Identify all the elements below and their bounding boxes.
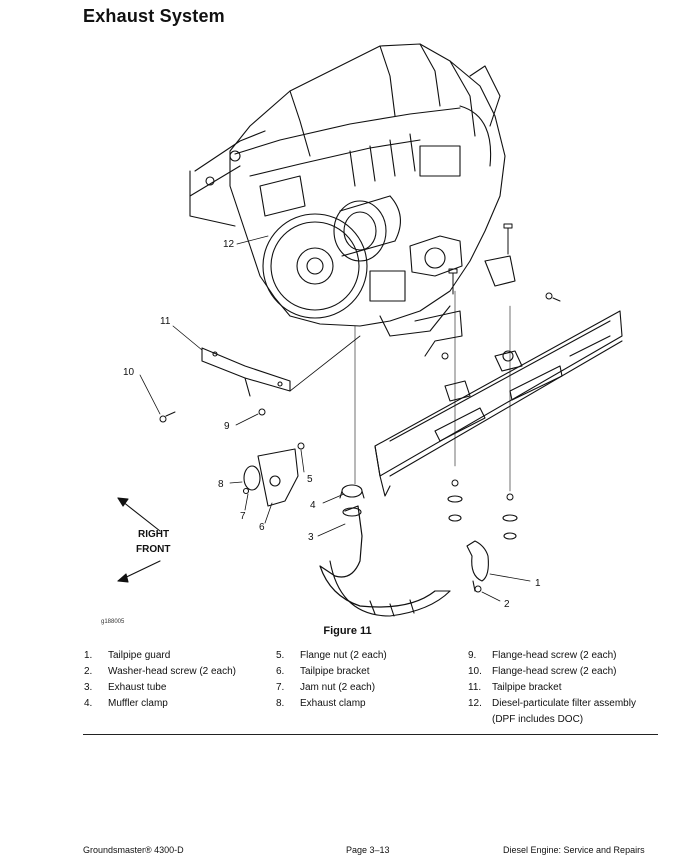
exhaust-tube bbox=[319, 505, 451, 617]
callout-12: 12 bbox=[223, 239, 235, 250]
page-title: Exhaust System bbox=[83, 6, 225, 26]
legend-number: 10. bbox=[468, 666, 482, 677]
legend-text: Jam nut (2 each) bbox=[300, 682, 376, 693]
legend-number: 4. bbox=[84, 698, 93, 709]
legend-item: 9. Flange-head screw (2 each) bbox=[468, 648, 654, 664]
direction-arrows bbox=[117, 497, 161, 583]
rail-mounts bbox=[444, 350, 523, 540]
tailpipe-bracket-11 bbox=[201, 347, 291, 397]
legend-text: Tailpipe guard bbox=[108, 650, 171, 661]
legend-item: 8. Exhaust clamp bbox=[276, 696, 468, 712]
legend-number: 3. bbox=[84, 682, 93, 693]
leader-lines bbox=[139, 235, 531, 602]
frame-rail bbox=[374, 310, 623, 497]
legend-item: 1. Tailpipe guard bbox=[84, 648, 276, 664]
legend-item: 10. Flange-head screw (2 each) bbox=[468, 664, 654, 680]
muffler-clamp bbox=[339, 484, 365, 499]
legend-text: Diesel-particulate filter assembly (DPF … bbox=[492, 698, 636, 725]
callout-labels: 1 2 3 4 5 6 7 8 9 10 11 12 bbox=[123, 239, 541, 610]
engine-assembly bbox=[189, 43, 506, 337]
callout-4: 4 bbox=[310, 500, 316, 511]
callout-3: 3 bbox=[308, 532, 314, 543]
legend-item: 5. Flange nut (2 each) bbox=[276, 648, 468, 664]
legend-column-2: 5. Flange nut (2 each) 6. Tailpipe bracket… bbox=[276, 648, 468, 728]
parts-legend: 1. Tailpipe guard 2. Washer-head screw (2 … bbox=[84, 648, 654, 728]
exhaust-system-illustration: 1 2 3 4 5 6 7 8 9 10 11 12 RIGHT FRONT g… bbox=[90, 36, 650, 626]
legend-item: 2. Washer-head screw (2 each) bbox=[84, 664, 276, 680]
legend-text: Exhaust clamp bbox=[300, 698, 366, 709]
upper-bracket bbox=[414, 255, 516, 357]
tailpipe-guard bbox=[466, 540, 489, 592]
legend-number: 9. bbox=[468, 650, 477, 661]
callout-10: 10 bbox=[123, 367, 135, 378]
legend-item: 7. Jam nut (2 each) bbox=[276, 680, 468, 696]
legend-text: Flange-head screw (2 each) bbox=[492, 666, 617, 677]
callout-1: 1 bbox=[535, 578, 541, 589]
callout-2: 2 bbox=[504, 599, 510, 610]
legend-item: 12. Diesel-particulate filter assembly (D… bbox=[468, 696, 654, 728]
legend-item: 11. Tailpipe bracket bbox=[468, 680, 654, 696]
callout-5: 5 bbox=[307, 474, 313, 485]
legend-text: Flange-head screw (2 each) bbox=[492, 650, 617, 661]
figure-code: g188005 bbox=[101, 619, 125, 625]
callout-6: 6 bbox=[259, 522, 265, 533]
legend-text: Muffler clamp bbox=[108, 698, 168, 709]
section-divider bbox=[83, 734, 658, 735]
page-footer: Groundsmaster® 4300-D Page 3–13 Diesel E… bbox=[0, 846, 695, 855]
exhaust-clamp-and-bracket bbox=[242, 448, 299, 507]
exhaust-diagram-svg: 1 2 3 4 5 6 7 8 9 10 11 12 RIGHT FRONT g… bbox=[101, 43, 623, 625]
legend-item: 3. Exhaust tube bbox=[84, 680, 276, 696]
direction-label-front: FRONT bbox=[136, 544, 170, 555]
legend-text: Exhaust tube bbox=[108, 682, 167, 693]
footer-product: Groundsmaster® 4300-D bbox=[83, 846, 184, 855]
legend-text: Flange nut (2 each) bbox=[300, 650, 387, 661]
footer-section: Diesel Engine: Service and Repairs bbox=[503, 846, 645, 855]
legend-text: Washer-head screw (2 each) bbox=[108, 666, 237, 677]
legend-text: Tailpipe bracket bbox=[492, 682, 562, 693]
footer-page-number: Page 3–13 bbox=[346, 846, 390, 855]
legend-number: 11. bbox=[468, 682, 482, 693]
callout-8: 8 bbox=[218, 479, 224, 490]
callout-7: 7 bbox=[240, 511, 246, 522]
legend-item: 6. Tailpipe bracket bbox=[276, 664, 468, 680]
direction-label-right: RIGHT bbox=[138, 529, 169, 540]
legend-number: 5. bbox=[276, 650, 285, 661]
legend-text: Tailpipe bracket bbox=[300, 666, 370, 677]
legend-number: 1. bbox=[84, 650, 93, 661]
legend-number: 7. bbox=[276, 682, 285, 693]
legend-number: 6. bbox=[276, 666, 285, 677]
callout-11: 11 bbox=[160, 316, 171, 327]
legend-column-3: 9. Flange-head screw (2 each) 10. Flange-h… bbox=[468, 648, 654, 728]
legend-number: 2. bbox=[84, 666, 93, 677]
figure-caption: Figure 11 bbox=[323, 625, 372, 637]
legend-item: 4. Muffler clamp bbox=[84, 696, 276, 712]
legend-number: 8. bbox=[276, 698, 285, 709]
legend-number: 12. bbox=[468, 698, 482, 709]
legend-column-1: 1. Tailpipe guard 2. Washer-head screw (2 … bbox=[84, 648, 276, 728]
bolts bbox=[159, 223, 561, 593]
callout-9: 9 bbox=[224, 421, 230, 432]
